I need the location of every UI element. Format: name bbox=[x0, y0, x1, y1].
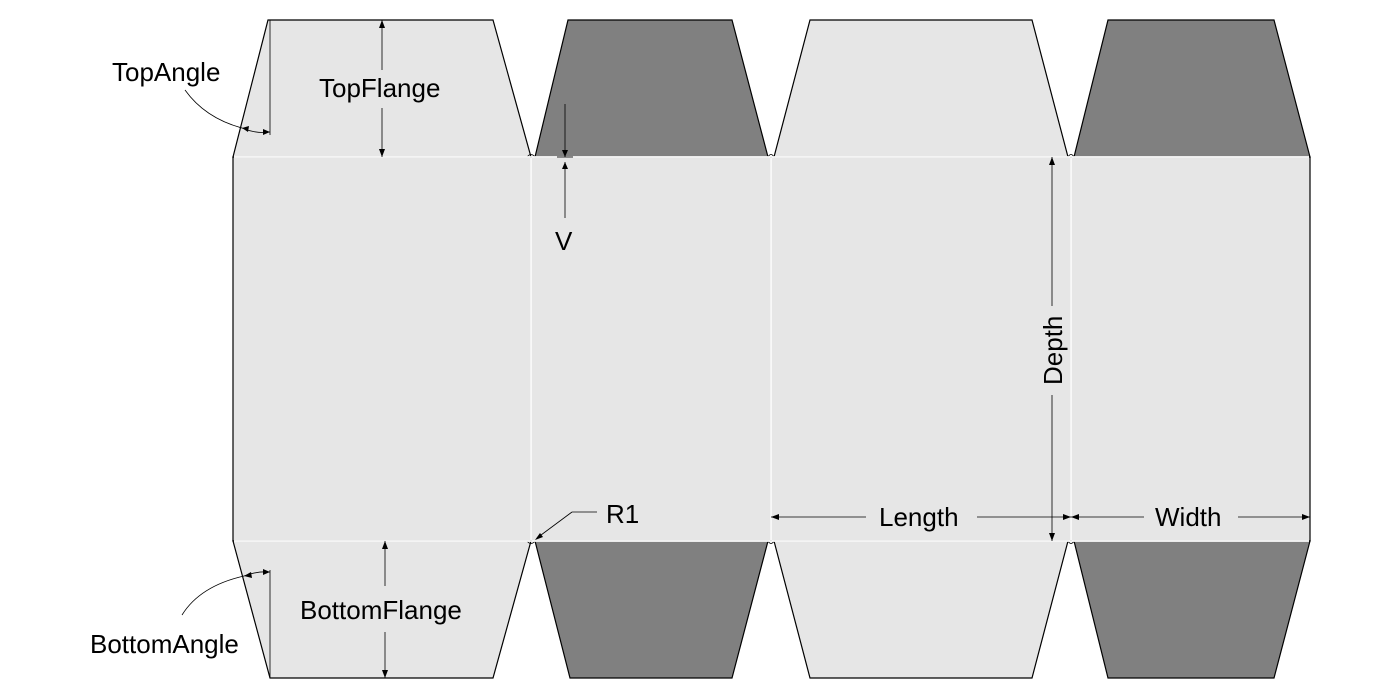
fold-lines bbox=[234, 156, 1309, 542]
dimension-v: V bbox=[555, 104, 573, 256]
dimension-top-flange: TopFlange bbox=[319, 20, 440, 157]
bottom-flaps bbox=[232, 540, 1311, 679]
panel-4 bbox=[1070, 156, 1311, 542]
top-flap-4 bbox=[1073, 19, 1311, 158]
bottom-flap-2 bbox=[534, 540, 769, 679]
panel-1 bbox=[232, 156, 532, 542]
r1-label: R1 bbox=[606, 499, 639, 529]
bottom-flap-4 bbox=[1073, 540, 1311, 679]
top-angle-label: TopAngle bbox=[112, 57, 220, 87]
depth-label: Depth bbox=[1038, 316, 1068, 385]
top-flap-2 bbox=[534, 19, 769, 158]
dimension-top-angle: TopAngle bbox=[112, 20, 271, 135]
dimension-length: Length bbox=[771, 502, 1071, 532]
dimension-depth: Depth bbox=[1038, 157, 1068, 541]
top-flange-label: TopFlange bbox=[319, 73, 440, 103]
top-flap-3 bbox=[773, 19, 1069, 158]
panel-3 bbox=[770, 156, 1072, 542]
dimension-bottom-flange: BottomFlange bbox=[300, 541, 462, 678]
v-label: V bbox=[555, 226, 573, 256]
length-label: Length bbox=[879, 502, 959, 532]
bottom-flange-label: BottomFlange bbox=[300, 595, 462, 625]
dimension-width: Width bbox=[1071, 502, 1310, 532]
panel-2 bbox=[530, 156, 772, 542]
bottom-flap-3 bbox=[773, 540, 1069, 679]
dimension-r1: R1 bbox=[535, 499, 639, 540]
top-flaps bbox=[232, 19, 1311, 158]
dimension-bottom-angle: BottomAngle bbox=[90, 569, 271, 678]
bottom-angle-label: BottomAngle bbox=[90, 629, 239, 659]
body-panels bbox=[232, 156, 1311, 542]
width-label: Width bbox=[1155, 502, 1221, 532]
